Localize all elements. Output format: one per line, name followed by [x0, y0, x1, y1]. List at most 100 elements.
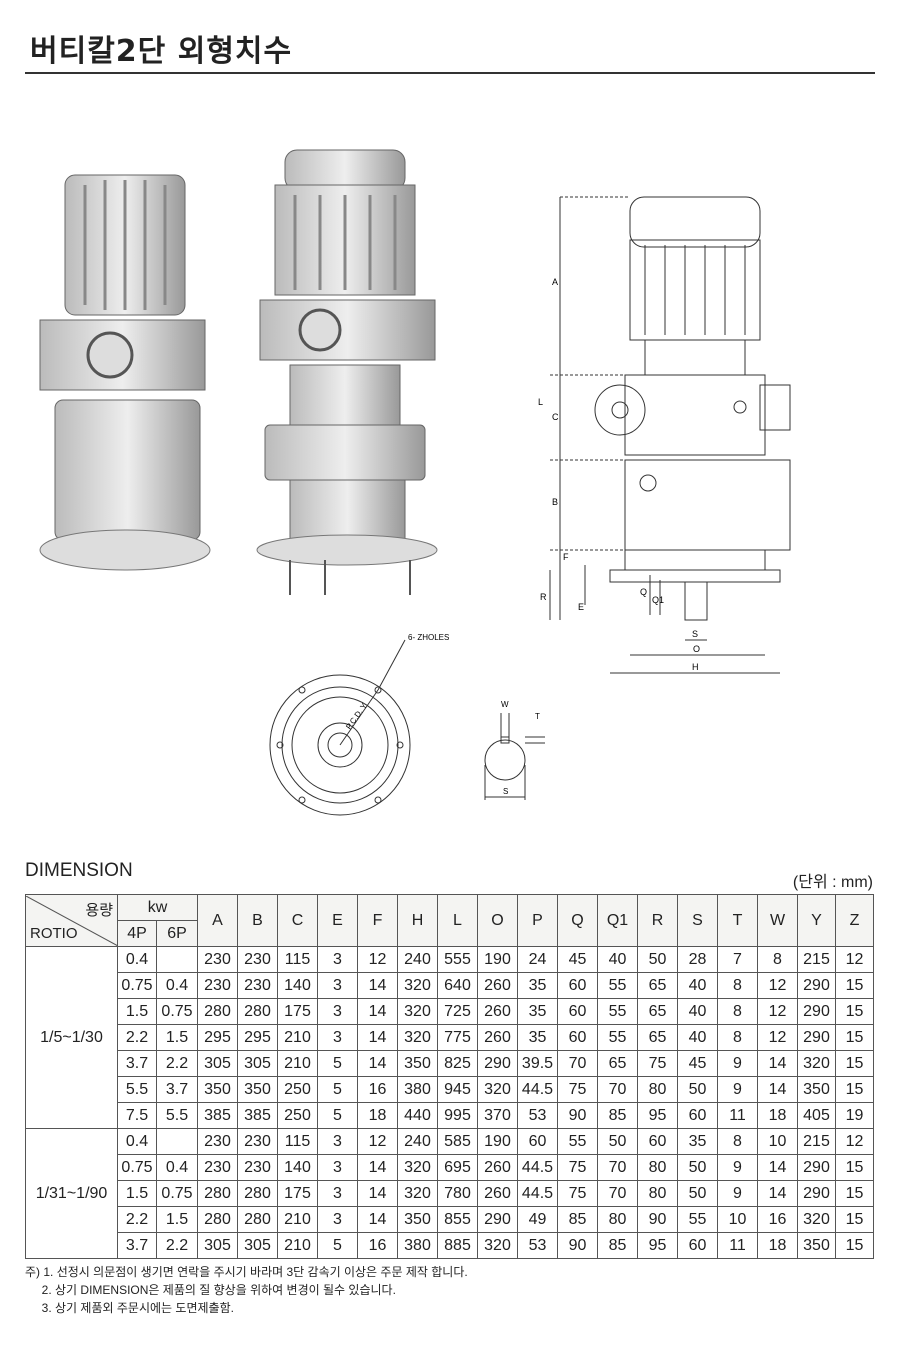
- table-cell: 85: [597, 1232, 638, 1259]
- table-cell: 70: [557, 1050, 598, 1077]
- table-cell: 12: [757, 998, 798, 1025]
- table-cell: 2.2: [117, 1024, 157, 1051]
- table-cell: 5.5: [117, 1076, 157, 1103]
- table-cell: 70: [597, 1076, 638, 1103]
- column-header-e: E: [317, 894, 358, 947]
- table-cell: 8: [757, 946, 798, 973]
- table-cell: 44.5: [517, 1076, 558, 1103]
- table-cell: 855: [437, 1206, 478, 1233]
- table-cell: 370: [477, 1102, 518, 1129]
- table-cell: 3: [317, 1128, 358, 1155]
- column-header-s: S: [677, 894, 718, 947]
- table-cell: 14: [757, 1154, 798, 1181]
- table-cell: 80: [597, 1206, 638, 1233]
- flange-view-drawing: 6- ZHOLES P.C.D. Y: [269, 633, 449, 816]
- table-cell: 90: [637, 1206, 678, 1233]
- table-cell: 5.5: [156, 1102, 198, 1129]
- table-cell: 320: [797, 1050, 836, 1077]
- shaft-s-label: S: [503, 787, 508, 796]
- table-cell: 0.4: [156, 1154, 198, 1181]
- dim-label-l: L: [538, 397, 543, 407]
- table-cell: 290: [797, 1154, 836, 1181]
- table-cell: 0.4: [117, 1128, 157, 1155]
- table-cell: 885: [437, 1232, 478, 1259]
- table-cell: 85: [557, 1206, 598, 1233]
- table-cell: 1.5: [117, 1180, 157, 1207]
- table-cell: 50: [677, 1154, 718, 1181]
- table-cell: 55: [677, 1206, 718, 1233]
- note-3: 3. 상기 제품외 주문시에는 도면제출함.: [25, 1301, 234, 1315]
- table-cell: 350: [237, 1076, 278, 1103]
- dim-label-q: Q: [640, 587, 647, 597]
- table-cell: 385: [197, 1102, 238, 1129]
- table-cell: 1.5: [117, 998, 157, 1025]
- table-cell: 290: [797, 998, 836, 1025]
- table-cell: 230: [197, 946, 238, 973]
- table-cell: 14: [757, 1076, 798, 1103]
- ratio-cell: 1/5~1/30: [25, 946, 118, 1129]
- notes: 주) 1. 선정시 의문점이 생기면 연락을 주시기 바라며 3단 감속기 이상…: [25, 1263, 468, 1317]
- table-cell: 3: [317, 998, 358, 1025]
- dim-label-o: O: [693, 644, 700, 654]
- table-cell: 215: [797, 1128, 836, 1155]
- dim-label-f: F: [563, 552, 569, 562]
- table-cell: 65: [637, 998, 678, 1025]
- table-cell: 5: [317, 1232, 358, 1259]
- table-cell: 50: [597, 1128, 638, 1155]
- table-cell: 380: [397, 1232, 438, 1259]
- side-view-drawing: A L C B F R E Q Q1 S O H: [538, 196, 791, 674]
- table-cell: 35: [517, 972, 558, 999]
- table-cell: 210: [277, 1206, 318, 1233]
- table-cell: 10: [757, 1128, 798, 1155]
- table-cell: 14: [357, 1154, 398, 1181]
- column-header-y: Y: [797, 894, 836, 947]
- note-2: 2. 상기 DIMENSION은 제품의 질 향상을 위하여 변경이 될수 있습…: [25, 1283, 396, 1297]
- dim-label-q1: Q1: [652, 595, 664, 605]
- table-cell: 585: [437, 1128, 478, 1155]
- column-header-p: P: [517, 894, 558, 947]
- table-cell: 15: [835, 998, 874, 1025]
- table-cell: 53: [517, 1232, 558, 1259]
- table-cell: 12: [835, 946, 874, 973]
- table-cell: 230: [197, 1128, 238, 1155]
- table-cell: 0.4: [117, 946, 157, 973]
- unit-label: (단위 : mm): [792, 874, 873, 891]
- page-title: 버티칼2단 외형치수: [30, 34, 293, 69]
- table-cell: 260: [477, 1180, 518, 1207]
- note-1: 주) 1. 선정시 의문점이 생기면 연락을 주시기 바라며 3단 감속기 이상…: [25, 1265, 468, 1279]
- table-cell: 12: [357, 946, 398, 973]
- table-cell: 14: [357, 1206, 398, 1233]
- table-cell: [156, 946, 198, 973]
- ratio-header: ROTIO: [30, 924, 78, 942]
- corner-header: 용량 ROTIO: [25, 894, 118, 947]
- table-cell: 305: [197, 1050, 238, 1077]
- table-cell: 3: [317, 1180, 358, 1207]
- table-cell: 8: [717, 972, 758, 999]
- table-cell: 320: [397, 998, 438, 1025]
- dim-label-c: C: [552, 412, 559, 422]
- table-cell: 80: [637, 1180, 678, 1207]
- table-cell: 14: [357, 972, 398, 999]
- table-cell: 40: [677, 1024, 718, 1051]
- table-cell: 305: [197, 1232, 238, 1259]
- table-cell: 350: [397, 1206, 438, 1233]
- table-cell: 175: [277, 998, 318, 1025]
- table-cell: 15: [835, 1076, 874, 1103]
- table-cell: 2.2: [117, 1206, 157, 1233]
- table-cell: 280: [197, 998, 238, 1025]
- table-cell: 230: [197, 1154, 238, 1181]
- dim-label-e: E: [578, 602, 584, 612]
- holes-label: 6- ZHOLES: [408, 633, 449, 642]
- column-header-w: W: [757, 894, 798, 947]
- table-cell: 8: [717, 1128, 758, 1155]
- table-cell: 55: [557, 1128, 598, 1155]
- table-cell: 0.75: [117, 1154, 157, 1181]
- table-cell: 280: [237, 1206, 278, 1233]
- table-cell: 40: [677, 972, 718, 999]
- table-cell: 16: [357, 1232, 398, 1259]
- table-cell: 15: [835, 1180, 874, 1207]
